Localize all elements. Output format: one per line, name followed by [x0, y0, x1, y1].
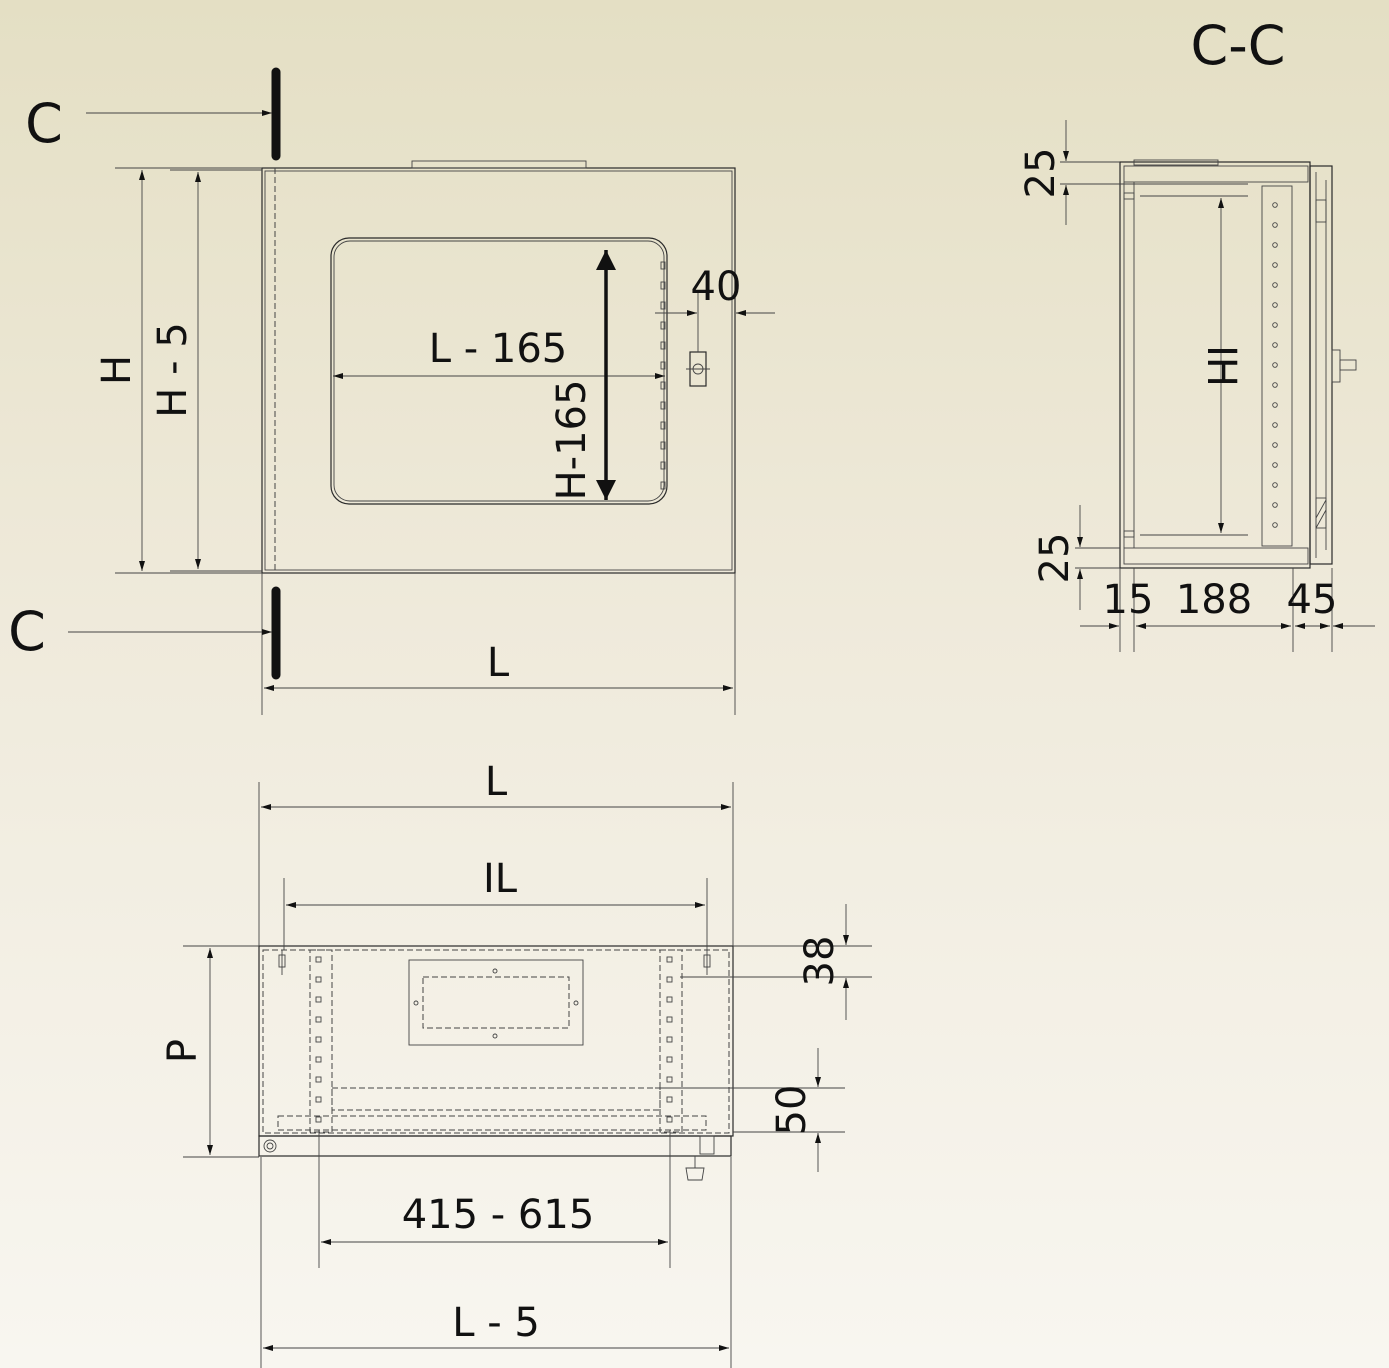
- dim-handle-offset: 40: [691, 264, 742, 310]
- dim-height-inner: H - 5: [150, 322, 196, 417]
- dim-depth: P: [160, 1039, 206, 1063]
- dim-top-width: L: [485, 759, 508, 805]
- dim-front-offset: 50: [769, 1085, 815, 1136]
- dim-middle-depth: 188: [1176, 577, 1252, 623]
- front-view: H H - 5 L - 165 H-165 40 L C C: [8, 67, 775, 715]
- section-view: C-C: [1018, 14, 1375, 652]
- section-marker-bottom: C: [8, 600, 46, 663]
- section-title: C-C: [1191, 14, 1286, 77]
- dim-top-offset: 25: [1018, 148, 1064, 199]
- dim-bottom-width: L - 5: [452, 1300, 540, 1346]
- window-notches: [660, 261, 666, 490]
- dim-window-width: L - 165: [429, 326, 568, 372]
- dim-height: H: [94, 355, 140, 385]
- dim-rail-offset: 38: [797, 936, 843, 987]
- rail-holes-top: [315, 956, 673, 1123]
- dim-left-depth: 15: [1103, 577, 1154, 623]
- dim-right-depth: 45: [1287, 577, 1338, 623]
- rail-holes: [1272, 202, 1278, 528]
- dim-inner-width: IL: [483, 856, 518, 902]
- dim-bottom-offset: 25: [1032, 533, 1078, 584]
- top-view: L IL P 38 50 415 - 615 L - 5: [160, 759, 872, 1368]
- dim-window-height: H-165: [549, 380, 595, 501]
- dim-width: L: [487, 640, 510, 686]
- dim-rail-span: 415 - 615: [402, 1192, 595, 1238]
- lock-icon: [686, 351, 710, 387]
- section-marker-top: C: [25, 92, 63, 155]
- dim-inner-height: IH: [1198, 345, 1244, 387]
